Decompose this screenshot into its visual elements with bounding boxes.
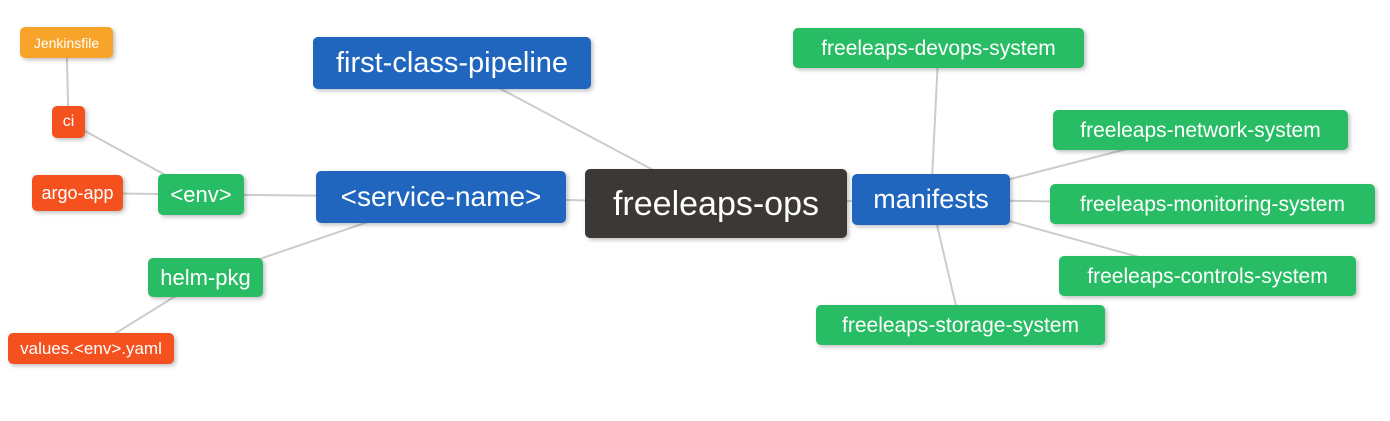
node-freeleaps-ops[interactable]: freeleaps-ops xyxy=(585,169,847,238)
node-values-env-yaml[interactable]: values.<env>.yaml xyxy=(8,333,174,364)
node-helm-pkg[interactable]: helm-pkg xyxy=(148,258,263,297)
node-freeleaps-devops-system[interactable]: freeleaps-devops-system xyxy=(793,28,1084,68)
node-jenkinsfile[interactable]: Jenkinsfile xyxy=(20,27,113,58)
node-freeleaps-storage-system[interactable]: freeleaps-storage-system xyxy=(816,305,1105,345)
node-service-name[interactable]: <service-name> xyxy=(316,171,566,223)
node-freeleaps-controls-system[interactable]: freeleaps-controls-system xyxy=(1059,256,1356,296)
node-ci[interactable]: ci xyxy=(52,106,85,138)
node-first-class-pipeline[interactable]: first-class-pipeline xyxy=(313,37,591,89)
node-freeleaps-network-system[interactable]: freeleaps-network-system xyxy=(1053,110,1348,150)
node-argo-app[interactable]: argo-app xyxy=(32,175,123,211)
node-freeleaps-monitoring-system[interactable]: freeleaps-monitoring-system xyxy=(1050,184,1375,224)
node-manifests[interactable]: manifests xyxy=(852,174,1010,225)
node-env[interactable]: <env> xyxy=(158,174,244,215)
